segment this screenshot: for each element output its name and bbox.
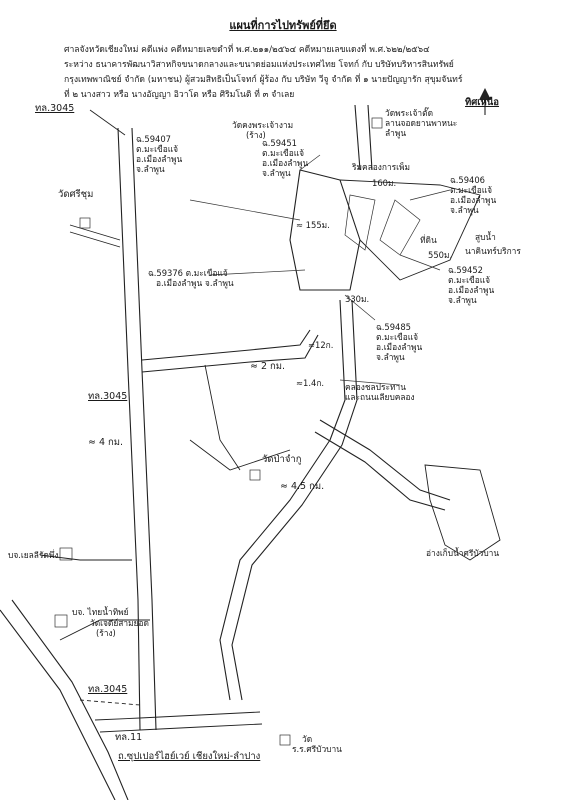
parties-line-3: ที่ ๒ นางสาว หรือ นางอัญญา อิวาโต หรือ ศ… [64,90,295,100]
label-bj-thai: บจ. ไทยน้ำทิพย์ [72,607,129,617]
label-wat-jed-yod: วัดเจดีย์สามยอด(ร้าง) [90,618,149,638]
label-dist-12: ≈12ก. [308,340,334,350]
label-wat-top: วัดพระเจ้าตั๊ดลานจอดยานพาหนะลำพูน [385,108,458,138]
label-dist-45km: ≈ 4.5 กม. [280,481,325,492]
label-road-11: ทล.11 [115,732,143,743]
leader-59376 [209,269,306,276]
road-to-reservoir-1 [319,419,451,501]
canal-road-1 [219,299,346,701]
plot-boundary-main [289,169,361,291]
label-north: ทิศเหนือ [465,97,500,108]
leader-59451 [299,154,321,171]
parties-line-1: ระหว่าง ธนาคารพัฒนาวิสาหกิจขนาดกลางและขน… [64,60,454,70]
leader-canal [339,379,401,386]
plot-boundary-east [339,179,481,281]
label-road-3045-top: ทล.3045 [35,103,75,114]
reservoir-outline [424,464,501,561]
road-wat-pa-chak [204,364,241,471]
superhighway-edge-2 [11,599,129,800]
highway-3045-left-edge [117,127,141,731]
plot-59406-shape [379,199,421,256]
bj-yellow-marker [59,547,73,561]
plot-59451-shape [344,194,376,251]
dashed-link [79,699,141,706]
label-sub-dam: สูบน้ำ [475,232,496,242]
label-wat-kongpra: วัดคงพระเจ้างาม(ร้าง) [232,120,294,140]
label-wat-sichum: วัดศรีชุม [58,189,94,200]
label-bj-yellow: บจ.เยลลีรัดพึ่ง [8,550,59,560]
label-canal: คลองชลประทานและถนนเลียบคลอง [345,382,415,402]
label-dist-160m: 160ม. [372,178,397,188]
label-dist-330m: 330ม. [345,294,370,304]
north-arrow-head [479,88,491,100]
label-plot-59376: ฉ.59376 ต.มะเขือแจ้อ.เมืองลำพูน จ.ลำพูน [148,268,234,288]
label-wat-sri-bua: วัดร.ร.ศรีบัวบาน [292,734,342,754]
road-east-upper [141,329,311,361]
road-to-wat-sichum [69,224,121,248]
road-bj-thai [59,619,150,641]
canal-road-2 [231,299,358,701]
bj-thai-marker [54,614,68,628]
parties-line-2: กรุงเทพพาณิชย์ จำกัด (มหาชน) ผู้สวมสิทธิ… [64,75,463,85]
road-north [354,104,373,171]
road-bj-yellow [39,554,132,561]
label-dist-4km: ≈ 4 กม. [88,437,124,448]
label-dist-155m: ≈ 155ม. [296,220,330,230]
label-plot-here: ที่ดิน [420,235,437,245]
superhighway-edge-1 [0,609,116,800]
label-dist-1a: ≈1.4ก. [296,378,325,388]
court-line: ศาลจังหวัดเชียงใหม่ คดีแพ่ง คดีหมายเลขดำ… [64,45,430,55]
wat-sri-bua-marker [279,734,291,746]
leader-59452 [399,254,441,271]
wat-sichum-marker [79,217,91,229]
label-dist-550m: 550ม. [428,250,453,260]
leader-59407 [189,199,301,221]
label-road-3045-mid: ทล.3045 [88,391,128,402]
highway-3045-right-edge [131,127,157,731]
label-reservoir: อ่างเก็บน้ำศรีบัวบาน [426,548,500,558]
wat-top-marker [371,117,383,129]
label-rim-kong: ริมคลองการเพ็ม [352,162,411,172]
road-link-1 [189,439,291,471]
label-nakhon: นาคินทร์บริการ [465,246,521,256]
wat-pa-chak-marker [249,469,261,481]
road-bottom-2 [99,723,263,733]
label-wat-pa-chak: วัดป่าจำกู [262,454,302,465]
label-dist-2km: ≈ 2 กม. [250,361,286,372]
label-road-3045-bottom: ทล.3045 [88,684,128,695]
road-bottom-1 [94,711,261,721]
label-superhighway: ถ.ซุปเปอร์ไฮย์เวย์ เชียงใหม่-ลำปาง [118,751,261,762]
leader-59406 [409,189,451,201]
arrow-to-highway-3045 [89,109,126,136]
leader-59485 [344,294,376,321]
map-title: แผนที่การไปทรัพย์ที่ยึด [229,19,337,32]
road-east-lower [141,334,319,373]
road-to-reservoir-2 [314,431,446,511]
